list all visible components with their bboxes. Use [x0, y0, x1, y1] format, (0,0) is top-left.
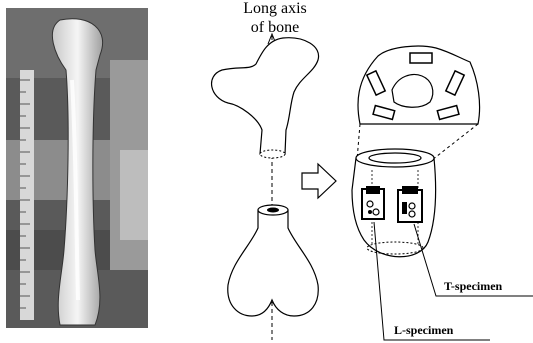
distal-femur	[228, 205, 318, 316]
bone-cross-section	[358, 46, 480, 124]
t-specimen-block	[398, 186, 422, 222]
proximal-cut-ellipse	[260, 150, 285, 158]
long-axis-label-line1: Long axis	[243, 0, 307, 17]
right-arrow-icon	[302, 164, 336, 198]
bone-photo	[6, 8, 148, 328]
long-axis-label-line2: of bone	[251, 19, 299, 36]
proximal-femur	[212, 38, 319, 154]
l-specimen-block	[362, 186, 384, 219]
t-specimen-label: T-specimen	[444, 279, 503, 293]
l-specimen-label: L-specimen	[394, 323, 454, 337]
